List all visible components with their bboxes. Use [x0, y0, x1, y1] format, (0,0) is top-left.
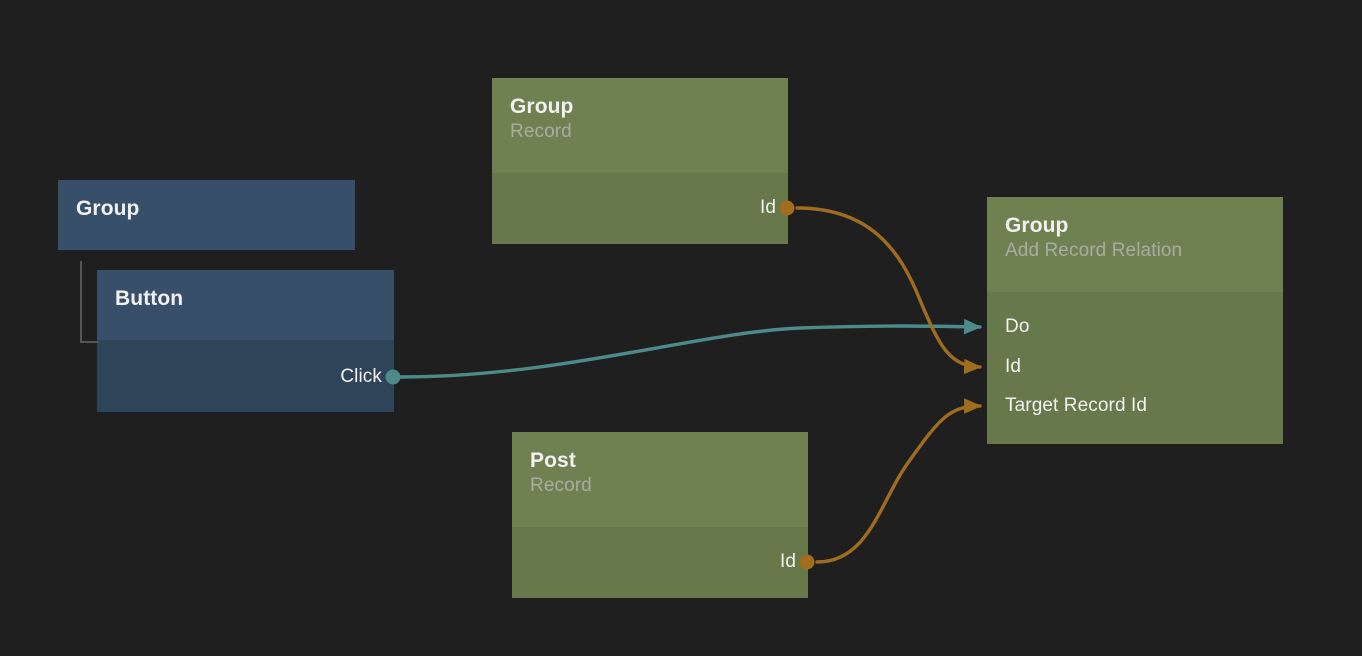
node-body-button-element: Click — [97, 340, 394, 412]
node-body-group-record: Id — [492, 173, 788, 244]
port-label: Target Record Id — [1005, 395, 1148, 416]
node-body-post-record: Id — [512, 527, 808, 598]
input-port-row-target-record-id[interactable]: Target Record Id — [1005, 396, 1147, 415]
node-header-group-element[interactable]: Group — [58, 180, 355, 250]
node-title: Button — [115, 287, 184, 310]
port-label: Id — [1005, 356, 1022, 377]
output-port-dot-click[interactable] — [385, 369, 401, 385]
port-label: Id — [759, 197, 776, 218]
output-port-row-click[interactable]: Click — [340, 367, 382, 386]
node-group-element[interactable]: Group — [58, 180, 355, 250]
port-label: Click — [340, 366, 382, 387]
node-title: Group — [510, 95, 574, 118]
output-port-dot-id[interactable] — [779, 200, 795, 216]
node-title: Group — [1005, 214, 1069, 237]
node-title: Post — [530, 449, 576, 472]
output-port-dot-id[interactable] — [799, 554, 815, 570]
output-port-row-id[interactable]: Id — [780, 552, 796, 571]
port-label: Id — [779, 551, 796, 572]
node-header-button-element[interactable]: Button — [97, 270, 394, 340]
node-title: Group — [76, 197, 140, 220]
input-port-row-do[interactable]: Do — [1005, 317, 1030, 336]
edge-click-to-do[interactable] — [399, 318, 982, 379]
port-label: Do — [1005, 316, 1030, 337]
group-child-bracket — [80, 261, 99, 343]
edge-postid-to-targetrecordid[interactable] — [815, 398, 982, 564]
node-subtitle: Record — [510, 120, 572, 142]
node-subtitle: Record — [530, 474, 592, 496]
output-port-row-id[interactable]: Id — [760, 198, 776, 217]
input-port-row-id[interactable]: Id — [1005, 357, 1021, 376]
edge-groupid-to-id[interactable] — [795, 206, 982, 375]
node-subtitle: Add Record Relation — [1005, 239, 1183, 261]
